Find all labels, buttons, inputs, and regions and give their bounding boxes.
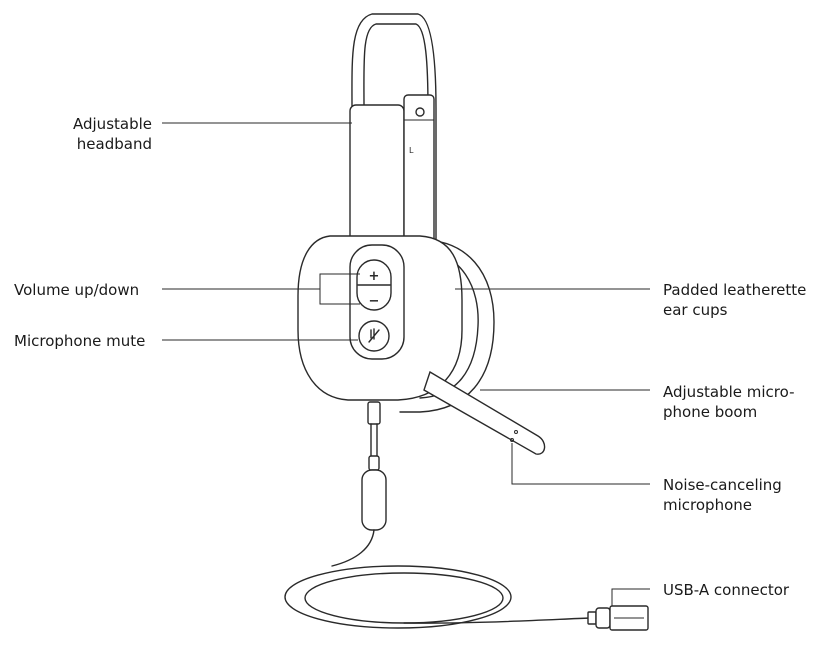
volume-up-icon: + (369, 269, 380, 284)
label-microphone-boom: Adjustable micro- phone boom (663, 383, 795, 421)
label-microphone-mute: Microphone mute (14, 332, 146, 350)
usb-a-connector (587, 605, 649, 631)
cable (284, 401, 591, 629)
volume-down-icon: − (369, 294, 380, 309)
label-padded-ear-cups: Padded leatherette ear cups (663, 281, 807, 319)
label-noise-canceling-microphone: Noise-canceling microphone (663, 476, 782, 514)
headband (349, 13, 437, 256)
control-strip (349, 244, 405, 360)
label-volume-up-down: Volume up/down (14, 281, 140, 299)
leader-lines (162, 122, 650, 606)
label-usb-a-connector: USB-A connector (663, 581, 790, 599)
side-marker-L: L (409, 146, 414, 155)
label-adjustable-headband: Adjustable headband (73, 115, 152, 153)
microphone-boom (423, 370, 546, 455)
